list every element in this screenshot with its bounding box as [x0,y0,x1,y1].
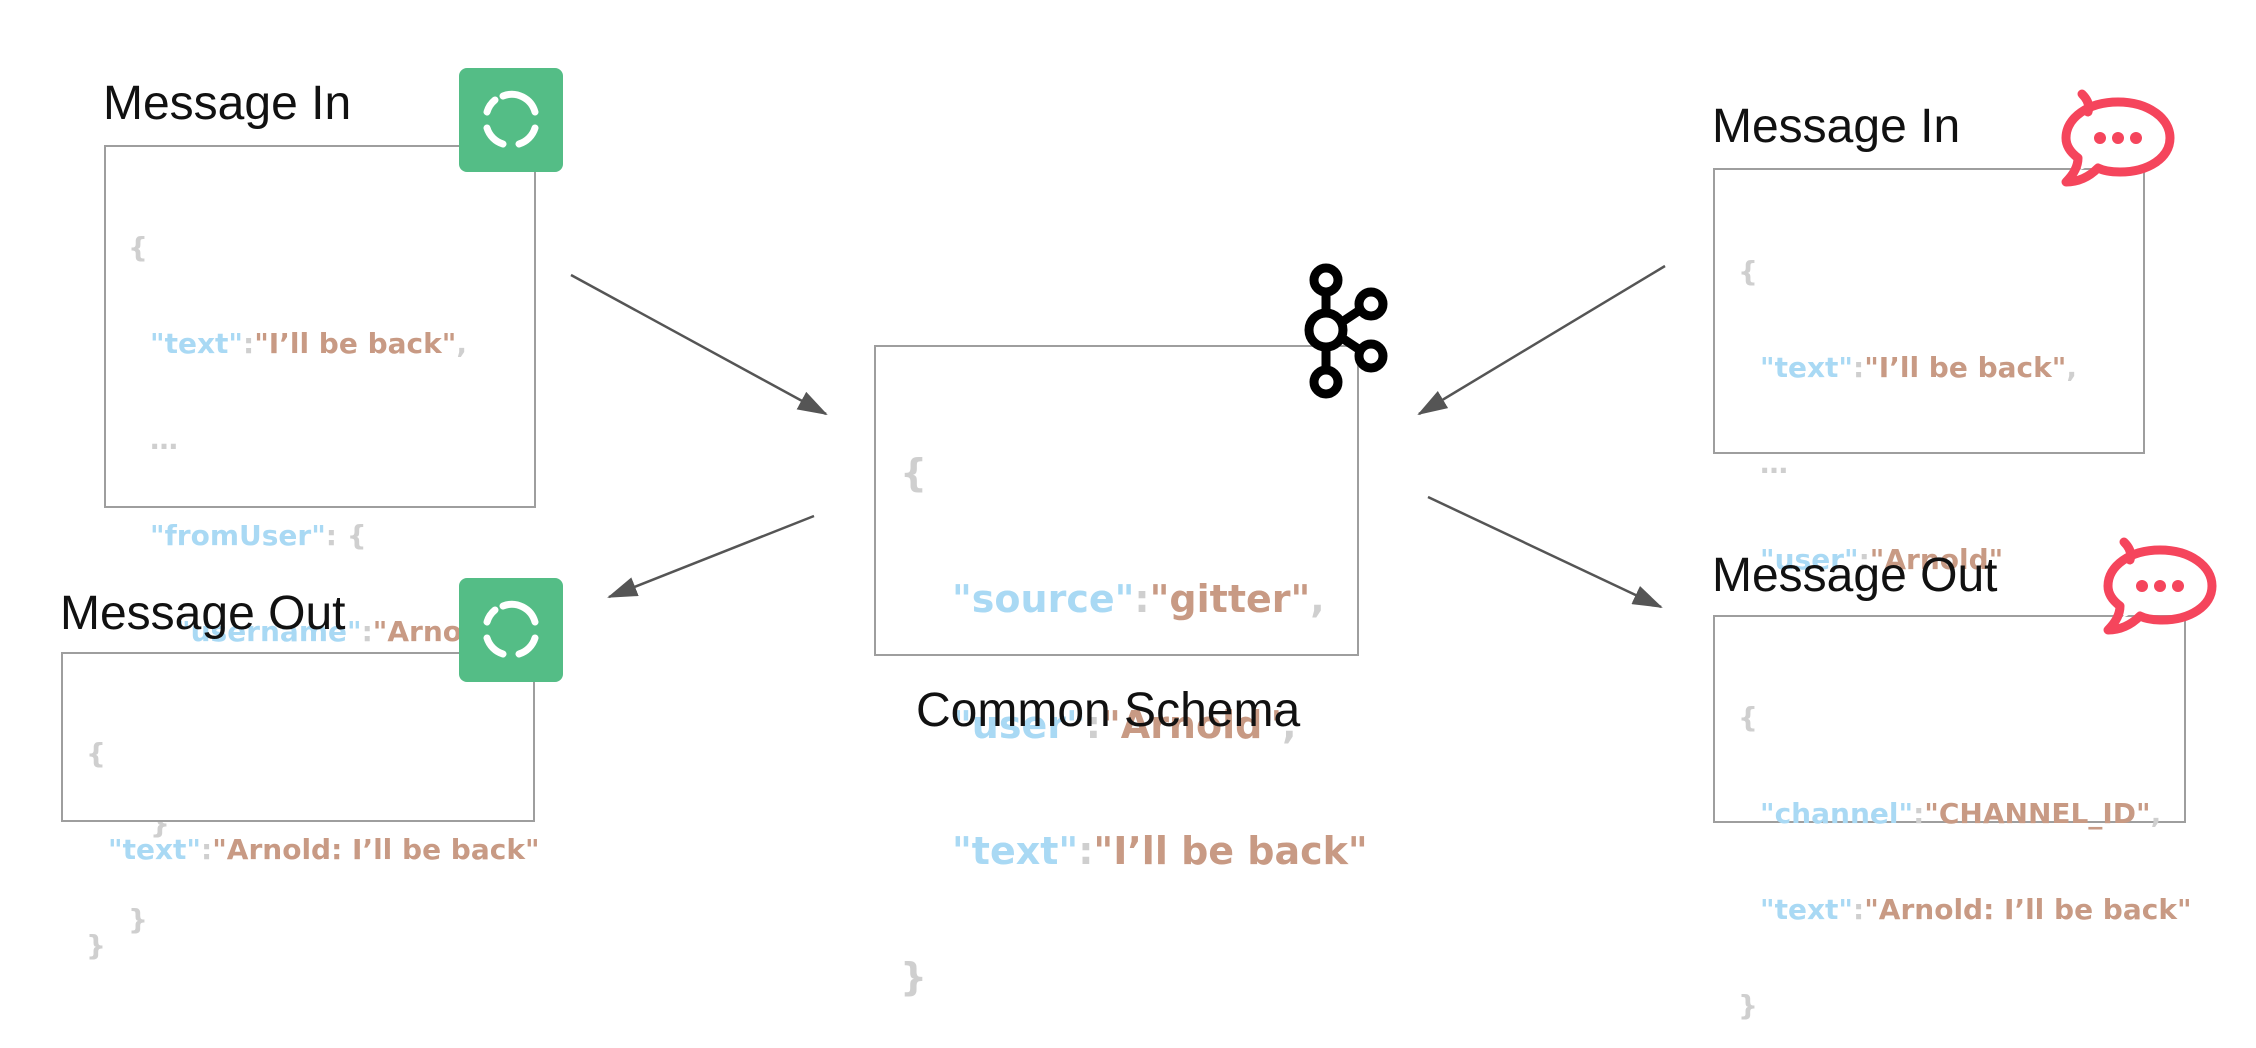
common-schema-box [874,345,1359,656]
arrow-center-to-right-out [1427,495,1663,609]
right-out-title: Message Out [1712,549,1998,602]
left-in-title: Message In [103,77,352,130]
flow-arrows [570,264,1666,609]
right-out-code: { "channel":"CHANNEL_ID", "text":"Arnold… [1738,701,2192,1022]
arrow-center-to-left-out [607,514,815,599]
common-schema-code: { "source":"gitter", "user":"Arnold", "t… [900,451,1368,999]
common-schema-caption: Common Schema [916,684,1301,737]
right-in-title: Message In [1712,100,1961,153]
rocketchat-logo-icon [2103,537,2217,635]
arrow-left-in-to-center [570,273,828,416]
arrow-right-in-to-center [1417,264,1666,416]
left-out-box [61,652,535,822]
left-in-box [104,145,536,508]
element-logo-icon [459,578,563,682]
element-logo-icon [459,68,563,172]
rocketchat-logo-icon [2061,89,2175,187]
kafka-logo-icon [1304,263,1388,399]
left-out-code: { "text":"Arnold: I’ll be back" } [86,737,540,962]
left-out-title: Message Out [60,587,346,640]
right-out-box [1713,615,2186,823]
right-in-box [1713,168,2145,454]
